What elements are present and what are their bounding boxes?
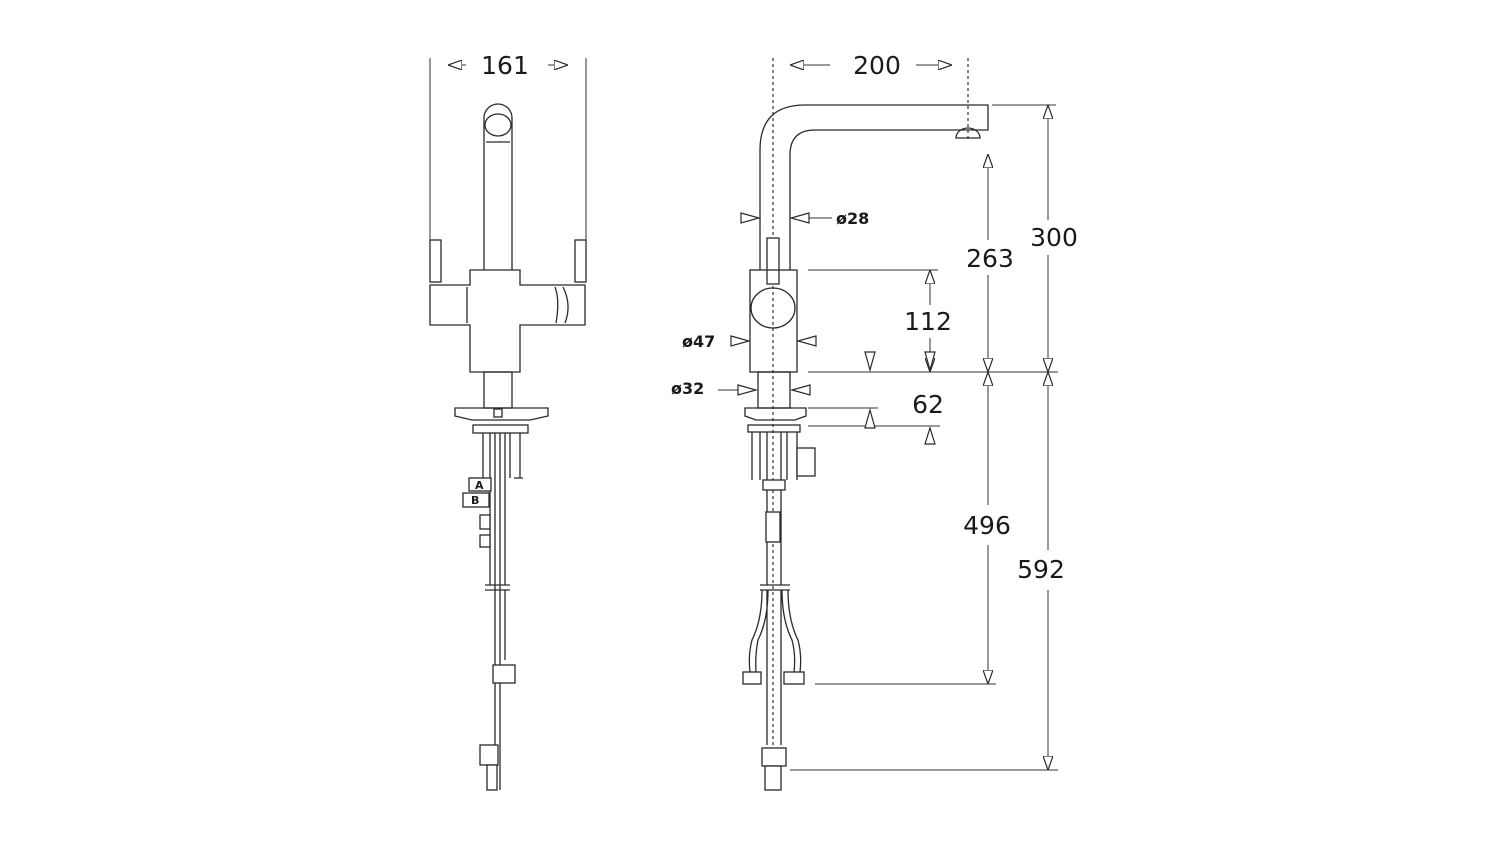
dimension-total-height-300: 300 — [1030, 105, 1078, 372]
dimension-reach-200: 200 — [790, 51, 952, 80]
svg-text:112: 112 — [904, 307, 952, 336]
dimension-outlet-height-263: 263 — [966, 154, 1014, 372]
dimension-diameter-32: ø32 — [671, 379, 811, 398]
side-spout — [759, 104, 989, 270]
connection-tag-a: A — [468, 477, 492, 492]
dimension-deck-62: 62 — [864, 351, 944, 445]
svg-text:263: 263 — [966, 244, 1014, 273]
svg-text:A: A — [475, 479, 484, 492]
svg-text:496: 496 — [963, 511, 1011, 540]
front-view: 161 A B — [429, 51, 587, 791]
svg-text:ø32: ø32 — [671, 379, 704, 398]
side-base-plate — [744, 407, 807, 421]
svg-text:ø47: ø47 — [682, 332, 715, 351]
side-view: ø28 ø47 ø32 — [671, 58, 989, 791]
dimension-diameter-28: ø28 — [740, 209, 869, 228]
width-label: 161 — [481, 51, 529, 80]
front-base-plate — [454, 407, 549, 421]
side-handle — [766, 237, 780, 285]
dimension-hose-496: 496 — [963, 372, 1011, 684]
left-handle — [429, 239, 442, 283]
svg-text:ø28: ø28 — [836, 209, 869, 228]
extension-lines — [790, 104, 1058, 771]
front-body — [429, 269, 586, 373]
right-handle — [574, 239, 587, 283]
svg-text:300: 300 — [1030, 223, 1078, 252]
connection-tag-b: B — [462, 492, 490, 508]
front-spout — [483, 103, 513, 270]
svg-text:62: 62 — [912, 390, 944, 419]
dimension-diameter-47: ø47 — [682, 332, 817, 351]
dimension-width-161: 161 — [429, 51, 587, 240]
dimension-body-height-112: 112 — [904, 270, 952, 372]
svg-text:200: 200 — [853, 51, 901, 80]
dimension-below-deck-592: 592 — [1017, 372, 1065, 770]
svg-text:B: B — [471, 494, 479, 507]
svg-text:592: 592 — [1017, 555, 1065, 584]
